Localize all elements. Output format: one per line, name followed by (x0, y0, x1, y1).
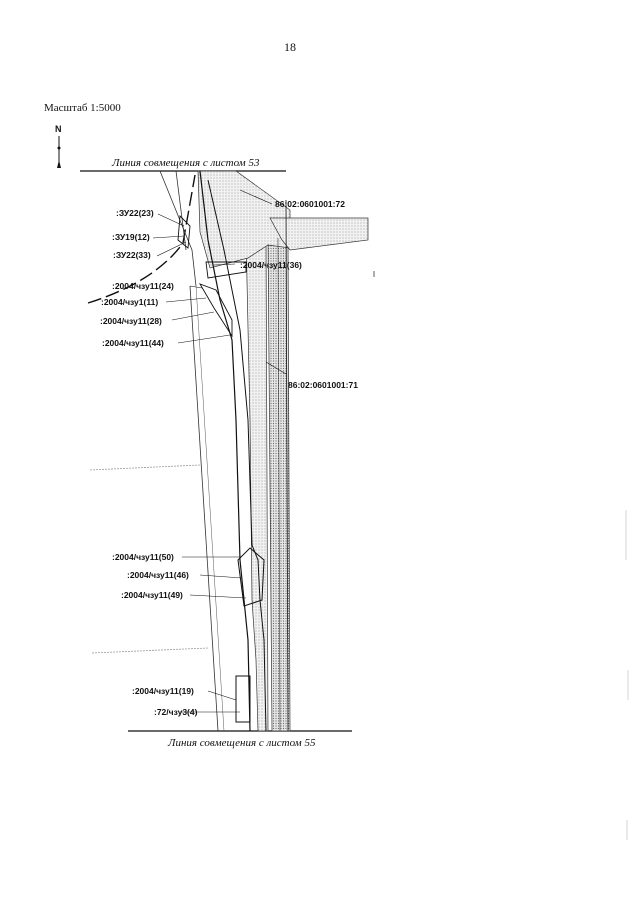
label-2004-24: :2004/чзу11(24) (112, 281, 174, 291)
north-arrow-icon (57, 136, 61, 168)
dashed-boundary (87, 174, 196, 304)
label-2004-44: :2004/чзу11(44) (102, 338, 164, 348)
parcel-zu-outline (177, 214, 191, 249)
label-72-chzu3-4: :72/чзу3(4) (154, 707, 198, 717)
boundary-top-left-2 (175, 170, 187, 251)
east-line-1 (277, 237, 281, 732)
parcel-inner-outline (207, 179, 267, 732)
road-strip-71 (245, 234, 269, 732)
label-zu22-33: :ЗУ22(33) (113, 250, 151, 260)
label-2004-36: :2004/чзу11(36) (240, 260, 302, 270)
label-2004-chzu1-11: :2004/чзу1(11) (101, 297, 159, 307)
label-2004-28: :2004/чзу11(28) (100, 316, 162, 326)
road-top-area (197, 170, 291, 269)
label-72: 86:02:0601001:72 (275, 199, 345, 209)
label-2004-49: :2004/чзу11(49) (121, 590, 183, 600)
parcel-24-outline (198, 283, 233, 338)
parcel-36-outline (205, 261, 247, 279)
leader-lines (152, 189, 287, 713)
match-line-bottom-label: Линия совмещения с листом 55 (168, 737, 316, 749)
gray-line-2 (91, 647, 209, 654)
parcel-50-outline (237, 547, 265, 607)
left-parcel-line-inner (195, 285, 225, 732)
parcel-main-outline (199, 170, 251, 732)
page-number: 18 (284, 40, 296, 54)
label-2004-50: :2004/чзу11(50) (112, 552, 174, 562)
road-branch-east (269, 217, 369, 251)
north-letter: N (55, 124, 62, 134)
scan-marks (625, 510, 629, 840)
left-parcel-line (189, 285, 219, 732)
east-line-2 (285, 199, 289, 732)
scale-label: Масштаб 1:5000 (44, 102, 121, 114)
gray-line-1 (89, 464, 201, 471)
label-71: 86:02:0601001:71 (288, 380, 358, 390)
parcel-19-outline (235, 675, 251, 723)
match-line-top-label: Линия совмещения с листом 53 (112, 157, 260, 169)
label-zu22-23: :ЗУ22(23) (116, 208, 154, 218)
label-2004-19: :2004/чзу11(19) (132, 686, 194, 696)
label-zu19-12: :ЗУ19(12) (112, 232, 150, 242)
label-2004-46: :2004/чзу11(46) (127, 570, 189, 580)
boundary-top-left (159, 170, 197, 287)
